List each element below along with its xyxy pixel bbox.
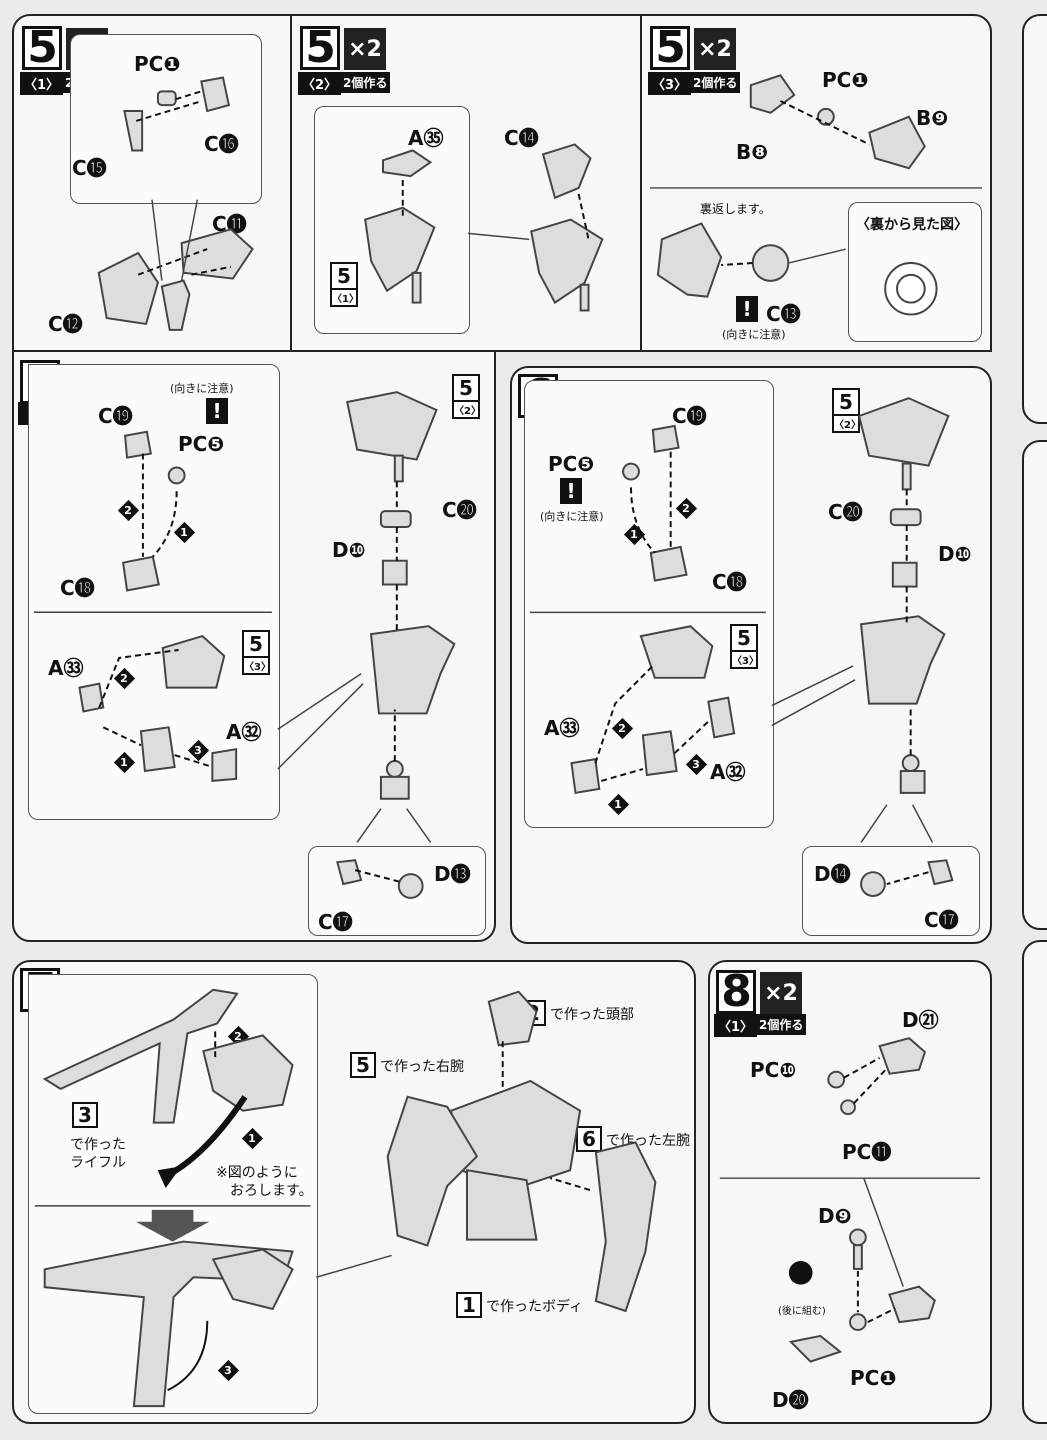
part-label-d21: D㉑ [902,1008,939,1032]
body-text: で作ったボディ [486,1299,584,1315]
part-label-pc1: PC❶ [134,52,181,76]
right-arm-step-ref: 5 [350,1052,376,1078]
ref-step-5-3: 5 〈3〉 [730,624,759,669]
caution-icon: ! [560,478,582,504]
lower-note-line1: ※図のように [216,1165,298,1181]
order-marker-1b: 1 [608,794,628,814]
make-two-label: 2個作る [340,72,391,93]
order-marker-2b: 2 [114,668,134,688]
part-label-c19: C⓳ [98,404,133,428]
order-marker-2: 2 [118,500,138,520]
body-step-ref: 1 [456,1292,482,1318]
order-marker-3: 3 [218,1360,238,1380]
sub-step-label: 〈2〉 [298,72,342,95]
part-label-a35: A㉟ [408,126,444,150]
make-two-label: 2個作る [690,72,741,93]
adjacent-page-panel-middle [1022,440,1047,930]
x2-badge: ×2 [760,972,802,1014]
step-5-2-panel: 5 ×2 〈2〉 2個作る A㉟ C⓮ 5 〈1〉 [290,14,642,352]
rifle-step-ref: 3 [72,1102,98,1128]
step-5-4-panel: 5 〈4〉 (向きに注意) ! C⓳ PC❺ 2 1 C⓲ A㉝ 5 〈3〉 2… [12,350,496,942]
part-label-a33: A㉝ [48,656,84,680]
caution-icon: ! [206,398,228,424]
part-label-c17: C⓱ [924,908,959,932]
sub-step-label: 〈1〉 [714,1014,758,1037]
flip-note: 裏返します。 [700,202,771,216]
adjacent-page-panel-top [1022,14,1047,424]
part-label-d14: D⓮ [814,862,851,886]
part-label-d20: D⓴ [772,1388,809,1412]
order-marker-3: 3 [686,754,706,774]
part-label-c12: C⓬ [48,312,83,336]
x2-badge: ×2 [694,28,736,70]
part-label-c17: C⓱ [318,910,353,934]
lower-note-line2: おろします。 [230,1183,313,1199]
step-5-3-panel: 5 ×2 〈3〉 2個作る PC❶ B❾ B❽ 裏返します。 〈裏から見た図〉 … [640,14,992,352]
step-number: 5 [22,26,62,70]
part-label-c11: C⓫ [212,212,247,236]
step-7-panel: 7 3 で作った ライフル 2 1 ※図のように おろします。 3 2 で作った… [12,960,696,1424]
part-label-c14: C⓮ [504,126,539,150]
part-label-c19: C⓳ [672,404,707,428]
part-label-c18: C⓲ [60,576,95,600]
part-label-c16: C⓰ [204,132,239,156]
ref-step-5-1: 5 〈1〉 [330,262,359,307]
part-label-c13: C⓭ [766,302,801,326]
ref-step-5-2: 5 〈2〉 [832,388,861,433]
order-marker-1: 1 [174,522,194,542]
head-step-ref: 2 [520,1000,546,1026]
order-marker-1b: 1 [114,752,134,772]
order-marker-2: 2 [228,1026,248,1046]
part-label-c20: C⓴ [828,500,863,524]
caution-note: (向きに注意) [540,510,604,523]
step-8-1-panel: 8 ×2 〈1〉 2個作る D㉑ PC❿ PC⓫ D❾ (後に組む) PC❶ D… [708,960,992,1424]
part-label-d13: D⓭ [434,862,471,886]
part-label-pc1: PC❶ [850,1366,897,1390]
part-label-pc5: PC❺ [548,452,595,476]
left-arm-text: で作った左腕 [606,1133,690,1149]
caution-note: (向きに注意) [722,328,786,341]
make-two-label: 2個作る [756,1014,807,1035]
order-marker-3: 3 [188,740,208,760]
step-number: 5 [300,26,340,70]
part-label-d10: D❿ [332,538,366,562]
part-label-c18: C⓲ [712,570,747,594]
caution-note: (向きに注意) [170,382,234,395]
part-label-pc5: PC❺ [178,432,225,456]
x2-badge: ×2 [344,28,386,70]
part-label-c15: C⓯ [72,156,107,180]
part-label-pc10: PC❿ [750,1058,797,1082]
ref-step-5-2: 5 〈2〉 [452,374,481,419]
order-marker-1: 1 [624,524,644,544]
part-label-a33: A㉝ [544,716,580,740]
back-view-caption: 〈裏から見た図〉 [856,217,968,233]
step-number: 8 [716,970,756,1014]
part-label-pc1: PC❶ [822,68,869,92]
caution-icon: ! [736,296,758,322]
part-label-b8: B❽ [736,140,769,164]
step-5-1-panel: 5 ×2 〈1〉 2個作る PC❶ C⓰ C⓯ C⓫ C⓬ [12,14,292,352]
rifle-text-line2: ライフル [70,1155,126,1171]
part-label-pc11: PC⓫ [842,1140,892,1164]
adjacent-page-panel-bottom [1022,940,1047,1424]
behind-note: (後に組む) [778,1306,826,1317]
order-marker-1: 1 [242,1128,262,1148]
sub-step-label: 〈3〉 [648,72,692,95]
order-marker-2: 2 [676,498,696,518]
ref-step-5-3: 5 〈3〉 [242,630,271,675]
rifle-text-line1: で作った [70,1137,126,1153]
step-6-panel: 6 C⓳ PC❺ ! (向きに注意) 2 1 C⓲ 5 〈3〉 A㉝ 2 3 A… [510,366,992,944]
part-label-d9: D❾ [818,1204,852,1228]
part-label-a32: A㉜ [710,760,746,784]
step-number: 5 [650,26,690,70]
order-marker-2b: 2 [612,718,632,738]
head-text: で作った頭部 [550,1007,634,1023]
part-label-b9: B❾ [916,106,949,130]
right-arm-text: で作った右腕 [380,1059,464,1075]
part-label-c20: C⓴ [442,498,477,522]
sub-step-label: 〈1〉 [20,72,64,95]
part-label-a32: A㉜ [226,720,262,744]
left-arm-step-ref: 6 [576,1126,602,1152]
part-label-d10: D❿ [938,542,972,566]
